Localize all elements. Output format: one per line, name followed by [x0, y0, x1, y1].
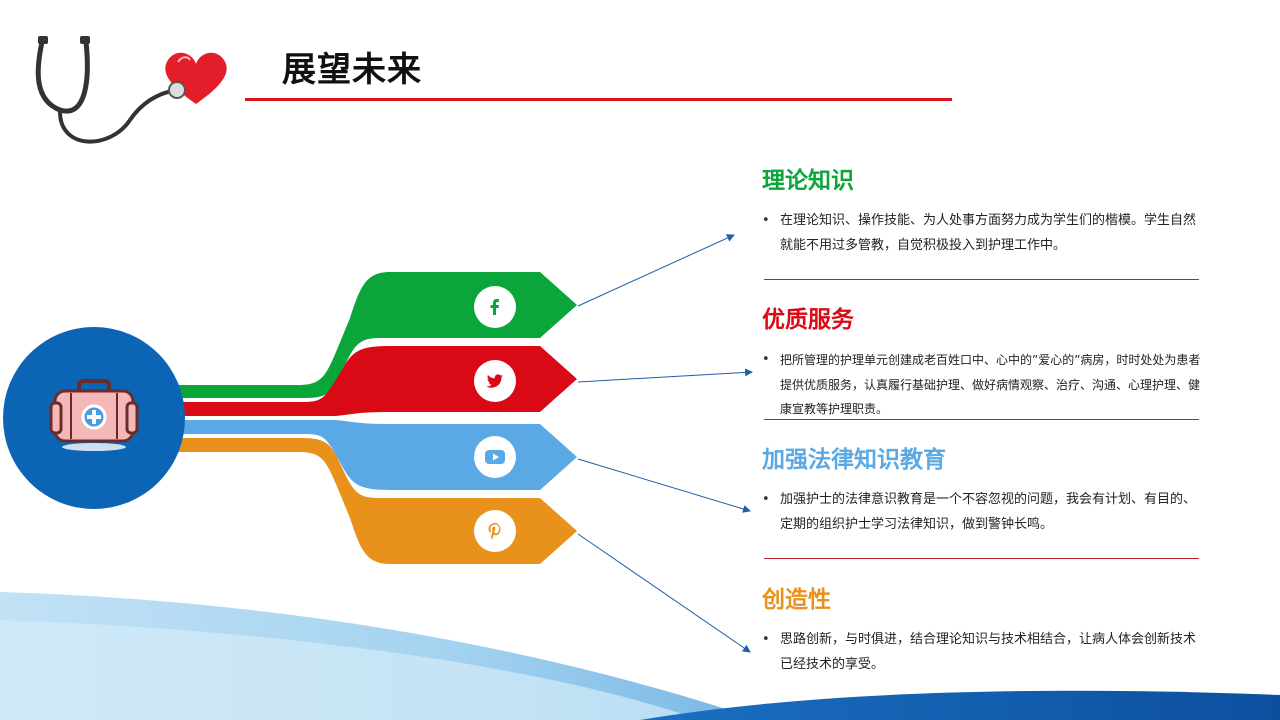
bullet: •	[762, 632, 770, 647]
hub-circle	[3, 327, 185, 509]
section-text: 把所管理的护理单元创建成老百姓口中、心中的”爱心的”病房，时时处处为患者提供优质…	[780, 353, 1201, 416]
section-creativity: 创造性 • 思路创新，与时俱进，结合理论知识与技术相结合，让病人体会创新技术已经…	[762, 586, 1202, 677]
section-theory-knowledge: 理论知识 • 在理论知识、操作技能、为人处事方面努力成为学生们的楷模。学生自然就…	[762, 167, 1202, 258]
section-divider	[764, 419, 1199, 420]
section-divider	[764, 279, 1199, 280]
section-body: • 思路创新，与时俱进，结合理论知识与技术相结合，让病人体会创新技术已经技术的享…	[762, 628, 1202, 677]
facebook-icon	[474, 286, 516, 328]
youtube-icon	[474, 436, 516, 478]
section-heading: 理论知识	[762, 168, 854, 194]
section-body: • 把所管理的护理单元创建成老百姓口中、心中的”爱心的”病房，时时处处为患者提供…	[762, 348, 1202, 422]
section-quality-service: 优质服务 • 把所管理的护理单元创建成老百姓口中、心中的”爱心的”病房，时时处处…	[762, 306, 1202, 422]
section-heading: 创造性	[762, 587, 831, 613]
connector-arrow-2	[577, 368, 753, 383]
connector-arrow-4	[577, 533, 751, 653]
section-legal-education: 加强法律知识教育 • 加强护士的法律意识教育是一个不容忽视的问题，我会有计划、有…	[762, 446, 1202, 537]
page-title: 展望未来	[282, 50, 422, 90]
section-text: 在理论知识、操作技能、为人处事方面努力成为学生们的楷模。学生自然就能不用过多管教…	[780, 213, 1197, 253]
bullet: •	[762, 352, 770, 367]
section-body: • 加强护士的法律意识教育是一个不容忽视的问题，我会有计划、有目的、定期的组织护…	[762, 488, 1202, 537]
title-underline	[245, 98, 952, 101]
twitter-icon	[474, 360, 516, 402]
branch-light-blue	[170, 420, 577, 490]
section-divider	[764, 558, 1199, 559]
connector-arrow-1	[577, 234, 735, 307]
medical-bag-icon	[49, 379, 139, 451]
connector-arrow-3	[577, 458, 751, 513]
stethoscope-heart-icon	[35, 36, 227, 144]
pinterest-icon	[474, 510, 516, 552]
section-text: 思路创新，与时俱进，结合理论知识与技术相结合，让病人体会创新技术已经技术的享受。	[780, 632, 1197, 672]
bullet: •	[762, 492, 770, 507]
section-text: 加强护士的法律意识教育是一个不容忽视的问题，我会有计划、有目的、定期的组织护士学…	[780, 492, 1197, 532]
section-heading: 加强法律知识教育	[762, 447, 946, 473]
section-heading: 优质服务	[762, 307, 854, 333]
bullet: •	[762, 213, 770, 228]
branch-red	[170, 346, 577, 416]
section-body: • 在理论知识、操作技能、为人处事方面努力成为学生们的楷模。学生自然就能不用过多…	[762, 209, 1202, 258]
